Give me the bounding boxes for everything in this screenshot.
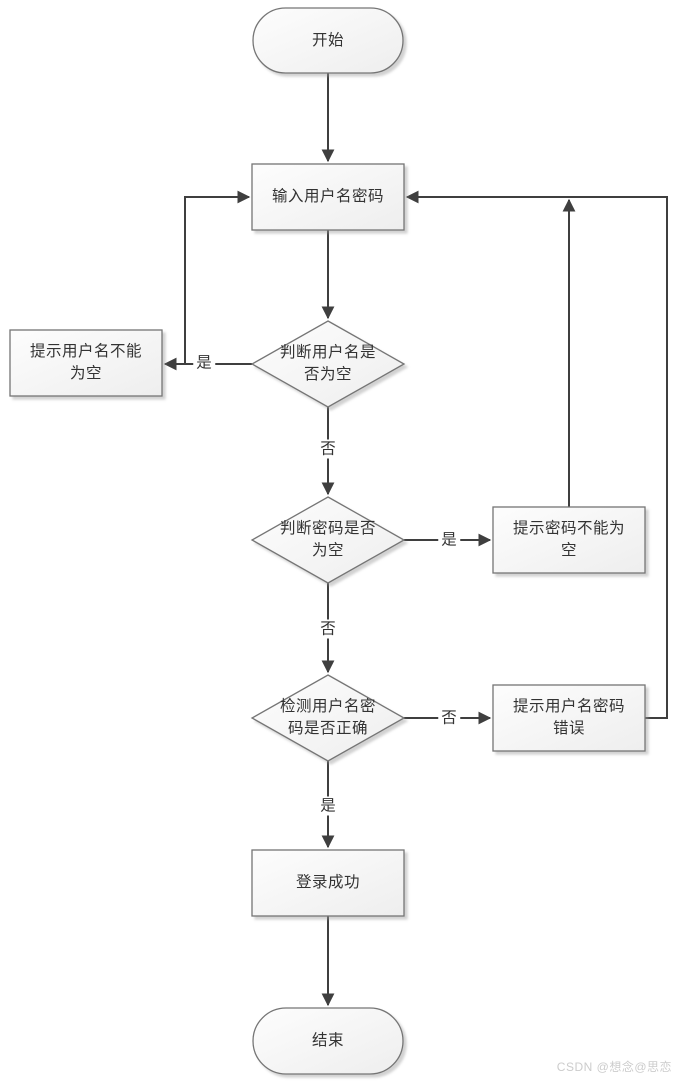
prompt-password-label: 提示密码不能为空 xyxy=(512,520,625,559)
prompt-username-process-shape xyxy=(9,329,163,397)
check-credentials-label: 检测用户名密码是否正确 xyxy=(280,698,377,737)
prompt-username-label: 提示用户名不能为空 xyxy=(29,343,142,382)
check-password-decision-shape xyxy=(250,496,406,584)
edge-label-password-no: 否 xyxy=(317,619,339,639)
edge-label-credentials-yes: 是 xyxy=(317,796,339,816)
edge-label-username-no: 否 xyxy=(317,439,339,459)
start-label: 开始 xyxy=(311,32,345,49)
end-terminator-shape xyxy=(252,1007,404,1075)
start-terminator-shape xyxy=(252,7,404,74)
check-username-label: 判断用户名是否为空 xyxy=(280,344,377,383)
edge-loop-left-to-input xyxy=(184,190,251,364)
edge-label-username-yes: 是 xyxy=(193,353,215,373)
end-label: 结束 xyxy=(311,1032,345,1049)
edge-label-password-yes: 是 xyxy=(438,530,460,550)
prompt-wrong-process-shape xyxy=(492,684,646,752)
input-label: 输入用户名密码 xyxy=(271,188,384,205)
prompt-wrong-label: 提示用户名密码错误 xyxy=(512,698,625,737)
check-password-label: 判断密码是否为空 xyxy=(280,520,377,559)
check-credentials-decision-shape xyxy=(250,674,406,762)
login-success-process-shape xyxy=(251,849,405,917)
edge-prompt-wrong-loop-to-input xyxy=(405,190,668,719)
prompt-password-process-shape xyxy=(492,506,646,574)
input-process-shape xyxy=(251,163,405,231)
csdn-watermark: CSDN @想念@思恋 xyxy=(556,1060,672,1074)
check-username-decision-shape xyxy=(250,320,406,408)
login-success-label: 登录成功 xyxy=(295,874,361,891)
edge-label-credentials-no: 否 xyxy=(438,708,460,728)
